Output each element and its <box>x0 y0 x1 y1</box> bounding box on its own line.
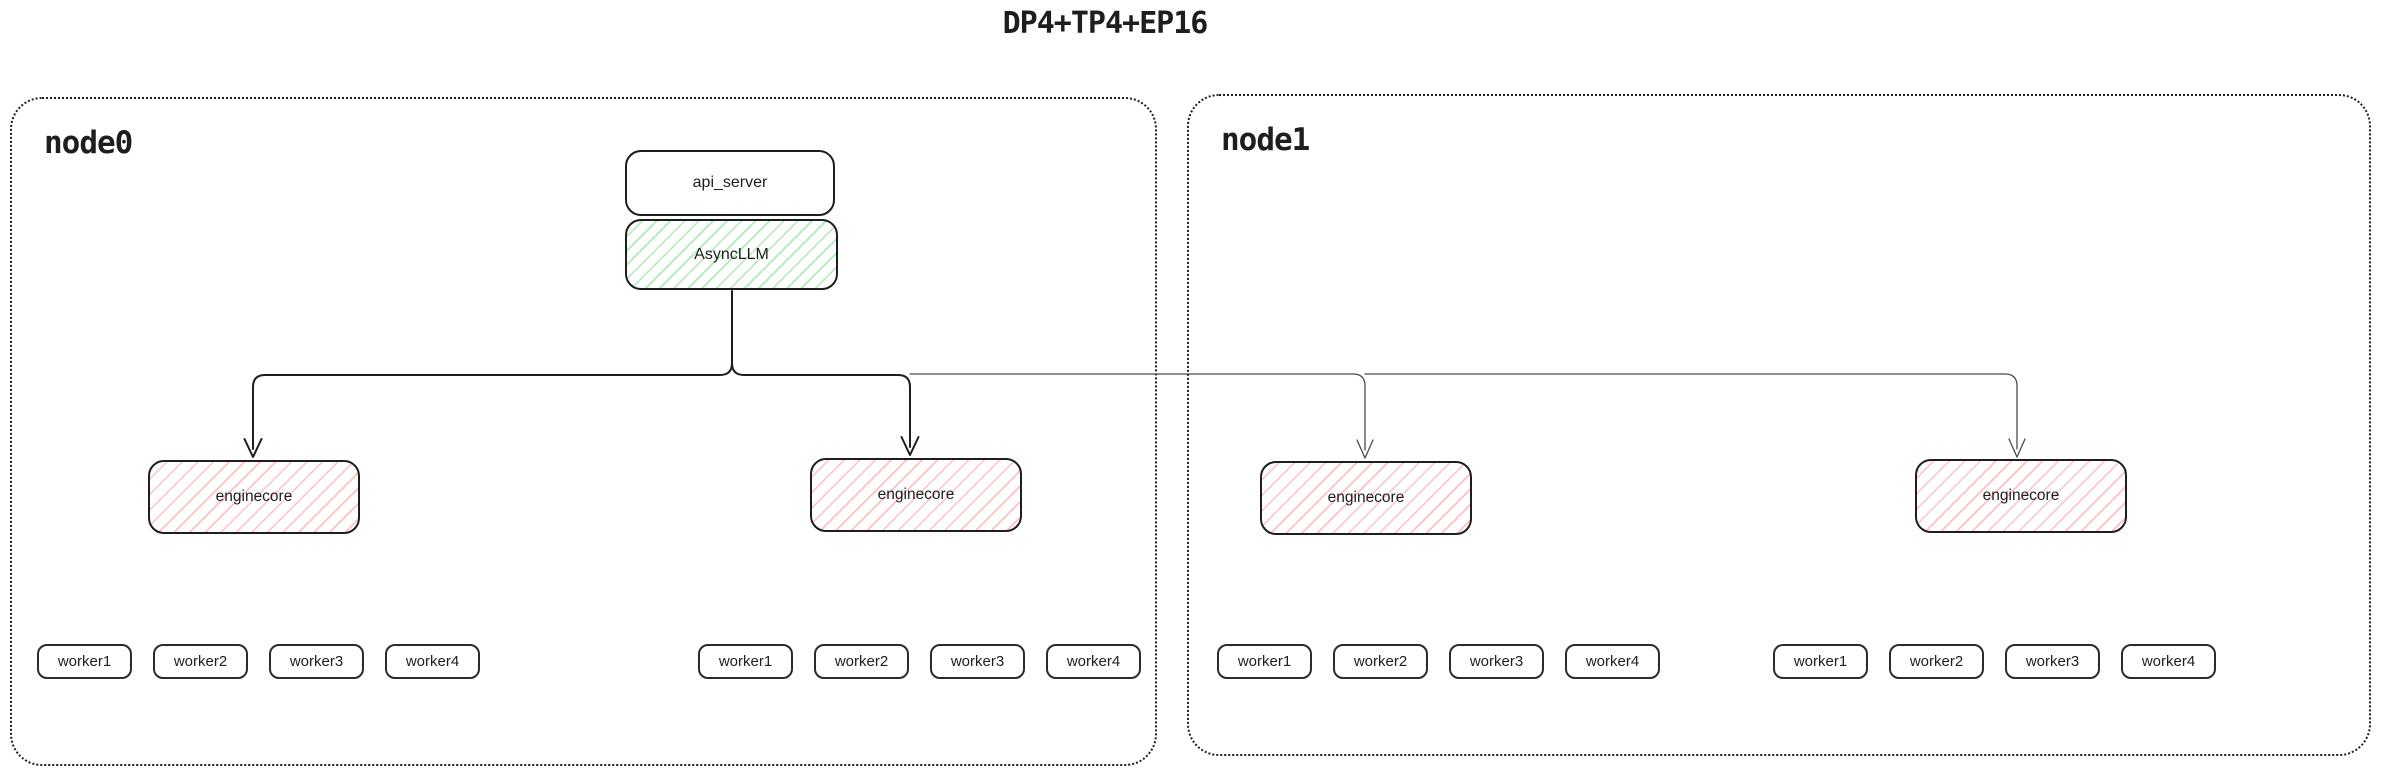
worker-box: worker4 <box>1046 644 1141 679</box>
worker-box: worker3 <box>930 644 1025 679</box>
asyncllm-box: AsyncLLM <box>625 219 838 290</box>
worker-group-node1-right: worker1 worker2 worker3 worker4 <box>1773 644 2216 679</box>
worker-box: worker2 <box>1889 644 1984 679</box>
worker-box: worker4 <box>385 644 480 679</box>
node1-label: node1 <box>1221 122 1310 158</box>
enginecore-box-1: enginecore <box>810 458 1022 532</box>
enginecore-box-2: enginecore <box>1260 461 1472 535</box>
worker-box: worker2 <box>153 644 248 679</box>
diagram-title: DP4+TP4+EP16 <box>1002 6 1209 41</box>
enginecore-box-3: enginecore <box>1915 459 2127 533</box>
api-server-box: api_server <box>625 150 835 216</box>
worker-box: worker2 <box>814 644 909 679</box>
worker-box: worker2 <box>1333 644 1428 679</box>
worker-box: worker4 <box>2121 644 2216 679</box>
worker-group-node0-left: worker1 worker2 worker3 worker4 <box>37 644 480 679</box>
worker-box: worker1 <box>698 644 793 679</box>
worker-box: worker3 <box>269 644 364 679</box>
worker-box: worker3 <box>1449 644 1544 679</box>
worker-group-node1-left: worker1 worker2 worker3 worker4 <box>1217 644 1660 679</box>
enginecore-box-0: enginecore <box>148 460 360 534</box>
node0-label: node0 <box>44 125 133 161</box>
worker-box: worker4 <box>1565 644 1660 679</box>
worker-box: worker1 <box>1217 644 1312 679</box>
worker-box: worker3 <box>2005 644 2100 679</box>
worker-box: worker1 <box>37 644 132 679</box>
worker-box: worker1 <box>1773 644 1868 679</box>
worker-group-node0-right: worker1 worker2 worker3 worker4 <box>698 644 1141 679</box>
